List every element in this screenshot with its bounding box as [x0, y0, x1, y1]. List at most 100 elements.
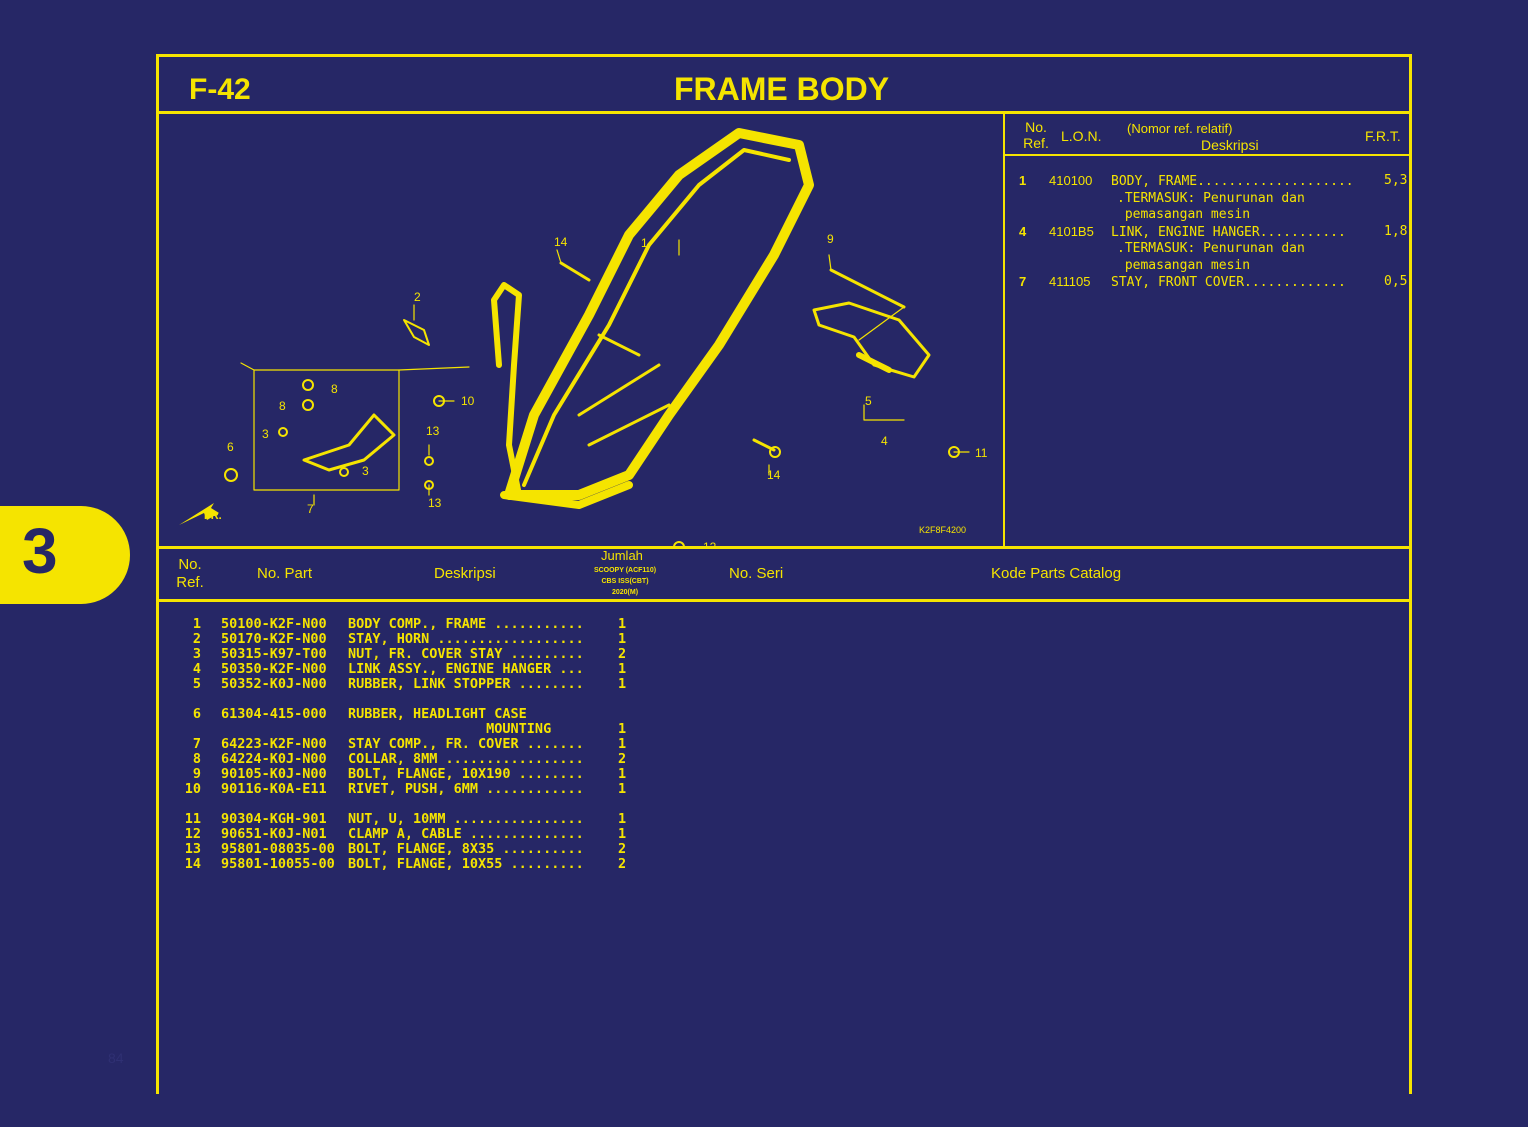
ref-row-frt: 0,5 — [1384, 274, 1408, 289]
section-tab: 3 — [0, 506, 130, 604]
ref-row-desc: STAY, FRONT COVER............. — [1111, 275, 1346, 290]
page-title: FRAME BODY — [674, 71, 890, 107]
parts-row-qty: 1 — [618, 676, 627, 692]
parts-row-ref: 14 — [184, 856, 201, 872]
parts-row-desc: BOLT, FLANGE, 8X35 .......... — [348, 841, 584, 857]
parts-row-qty: 1 — [618, 766, 627, 782]
ref-row-no: 4 — [1019, 223, 1027, 239]
parts-row-part-no: 95801-10055-00 — [221, 856, 335, 872]
ref-row-no: 7 — [1019, 274, 1027, 289]
svg-text:3: 3 — [262, 427, 269, 441]
section-tab-label: 3 — [22, 515, 58, 587]
svg-text:14: 14 — [767, 468, 781, 482]
parts-sheet: F-42 FRAME BODY — [156, 54, 1412, 1094]
svg-text:13: 13 — [428, 496, 442, 510]
parts-row-part-no: 90105-K0J-N00 — [221, 766, 327, 782]
parts-row-part-no: 50170-K2F-N00 — [221, 631, 327, 647]
parts-header-qty: Jumlah — [601, 548, 643, 563]
svg-text:7: 7 — [307, 502, 314, 516]
svg-text:8: 8 — [279, 399, 286, 413]
ref-row-frt: 5,3 — [1384, 173, 1408, 188]
svg-text:5: 5 — [865, 394, 872, 408]
ref-row-no: 1 — [1019, 173, 1027, 188]
front-indicator-label: FR. — [204, 510, 222, 522]
ref-header-desc: Deskripsi — [1201, 137, 1259, 153]
ref-row-note: .TERMASUK: Penurunan dan — [1117, 241, 1305, 256]
section-code: F-42 — [189, 73, 251, 106]
parts-row-part-no: 64223-K2F-N00 — [221, 736, 327, 752]
parts-row-ref: 6 — [192, 706, 201, 722]
svg-text:12: 12 — [703, 540, 717, 547]
parts-row-desc: COLLAR, 8MM ................. — [348, 751, 584, 767]
ref-row-note: pemasangan mesin — [1117, 207, 1251, 222]
parts-header-serial: No. Seri — [729, 565, 784, 582]
parts-row-desc: BOLT, FLANGE, 10X55 ......... — [348, 856, 584, 872]
parts-row-desc: MOUNTING — [348, 721, 552, 737]
parts-row-desc: RUBBER, HEADLIGHT CASE — [348, 706, 527, 722]
parts-row-qty: 1 — [618, 736, 627, 752]
svg-text:11: 11 — [975, 446, 988, 460]
parts-row-ref: 8 — [192, 751, 201, 767]
parts-row-ref: 11 — [184, 811, 201, 827]
parts-row-desc: NUT, FR. COVER STAY ......... — [348, 646, 584, 662]
parts-row-qty: 1 — [618, 826, 627, 842]
ref-header-no: No. Ref. — [1023, 119, 1049, 151]
parts-row-qty: 1 — [618, 781, 627, 797]
svg-text:1: 1 — [641, 236, 648, 250]
page-number: 84 — [108, 1050, 124, 1066]
svg-text:10: 10 — [461, 394, 475, 408]
header-divider — [159, 111, 1409, 114]
parts-row-ref: 13 — [184, 841, 201, 857]
parts-row-part-no: 50352-K0J-N00 — [221, 676, 327, 692]
parts-header-catalog: Kode Parts Catalog — [991, 565, 1122, 582]
parts-row-part-no: 90651-K0J-N01 — [221, 826, 327, 842]
svg-text:9: 9 — [827, 232, 834, 246]
ref-row-frt: 1,8 — [1384, 223, 1408, 239]
parts-header-qty-type: CBS ISS(CBT) — [601, 578, 649, 585]
parts-row-part-no: 61304-415-000 — [221, 706, 327, 722]
svg-text:14: 14 — [554, 235, 568, 249]
svg-text:2: 2 — [414, 290, 421, 304]
parts-header-no-ref: No. Ref. — [176, 556, 204, 591]
ref-header-divider — [1005, 154, 1409, 156]
parts-row-desc: LINK ASSY., ENGINE HANGER ... — [348, 661, 584, 677]
diagram-bottom-divider — [159, 546, 1409, 549]
parts-row-ref: 1 — [192, 616, 201, 632]
parts-header-desc: Deskripsi — [434, 565, 496, 582]
svg-text:6: 6 — [227, 440, 234, 454]
parts-row-desc: RIVET, PUSH, 6MM ............ — [348, 781, 584, 797]
parts-row-qty: 1 — [618, 721, 627, 737]
ref-header-frt: F.R.T. — [1365, 128, 1401, 144]
parts-row-ref: 2 — [192, 631, 201, 647]
svg-text:8: 8 — [331, 382, 338, 396]
parts-row-qty: 2 — [618, 841, 627, 857]
parts-row-ref: 10 — [184, 781, 201, 797]
parts-row-ref: 4 — [192, 661, 201, 677]
ref-row-lon: 4101B5 — [1049, 223, 1094, 239]
parts-row-qty: 1 — [618, 811, 627, 827]
svg-text:13: 13 — [426, 424, 440, 438]
parts-row-ref: 7 — [192, 736, 201, 752]
parts-header-qty-model: SCOOPY (ACF110) — [593, 567, 657, 574]
parts-row-part-no: 50100-K2F-N00 — [221, 616, 327, 632]
parts-row-qty: 2 — [618, 751, 627, 767]
exploded-diagram: 1 2 3 3 4 5 6 7 8 8 9 10 11 12 13 13 14 … — [179, 128, 988, 547]
parts-row-desc: STAY, HORN .................. — [348, 631, 584, 647]
parts-header-qty-year: 2020(M) — [611, 589, 639, 596]
parts-header-divider — [159, 599, 1409, 602]
parts-row-qty: 1 — [618, 616, 627, 632]
frame-body-shape — [504, 128, 814, 500]
ref-row-desc: BODY, FRAME.................... — [1111, 174, 1354, 189]
parts-row-desc: CLAMP A, CABLE .............. — [348, 826, 584, 842]
parts-row-qty: 1 — [618, 661, 627, 677]
parts-row-desc: STAY COMP., FR. COVER ....... — [348, 736, 584, 752]
ref-row-note: .TERMASUK: Penurunan dan — [1117, 190, 1305, 206]
parts-row-desc: RUBBER, LINK STOPPER ........ — [348, 676, 584, 692]
parts-row-ref: 3 — [192, 646, 201, 662]
front-cover-stay-shape — [302, 413, 396, 472]
parts-row-desc: BODY COMP., FRAME ........... — [348, 616, 584, 632]
